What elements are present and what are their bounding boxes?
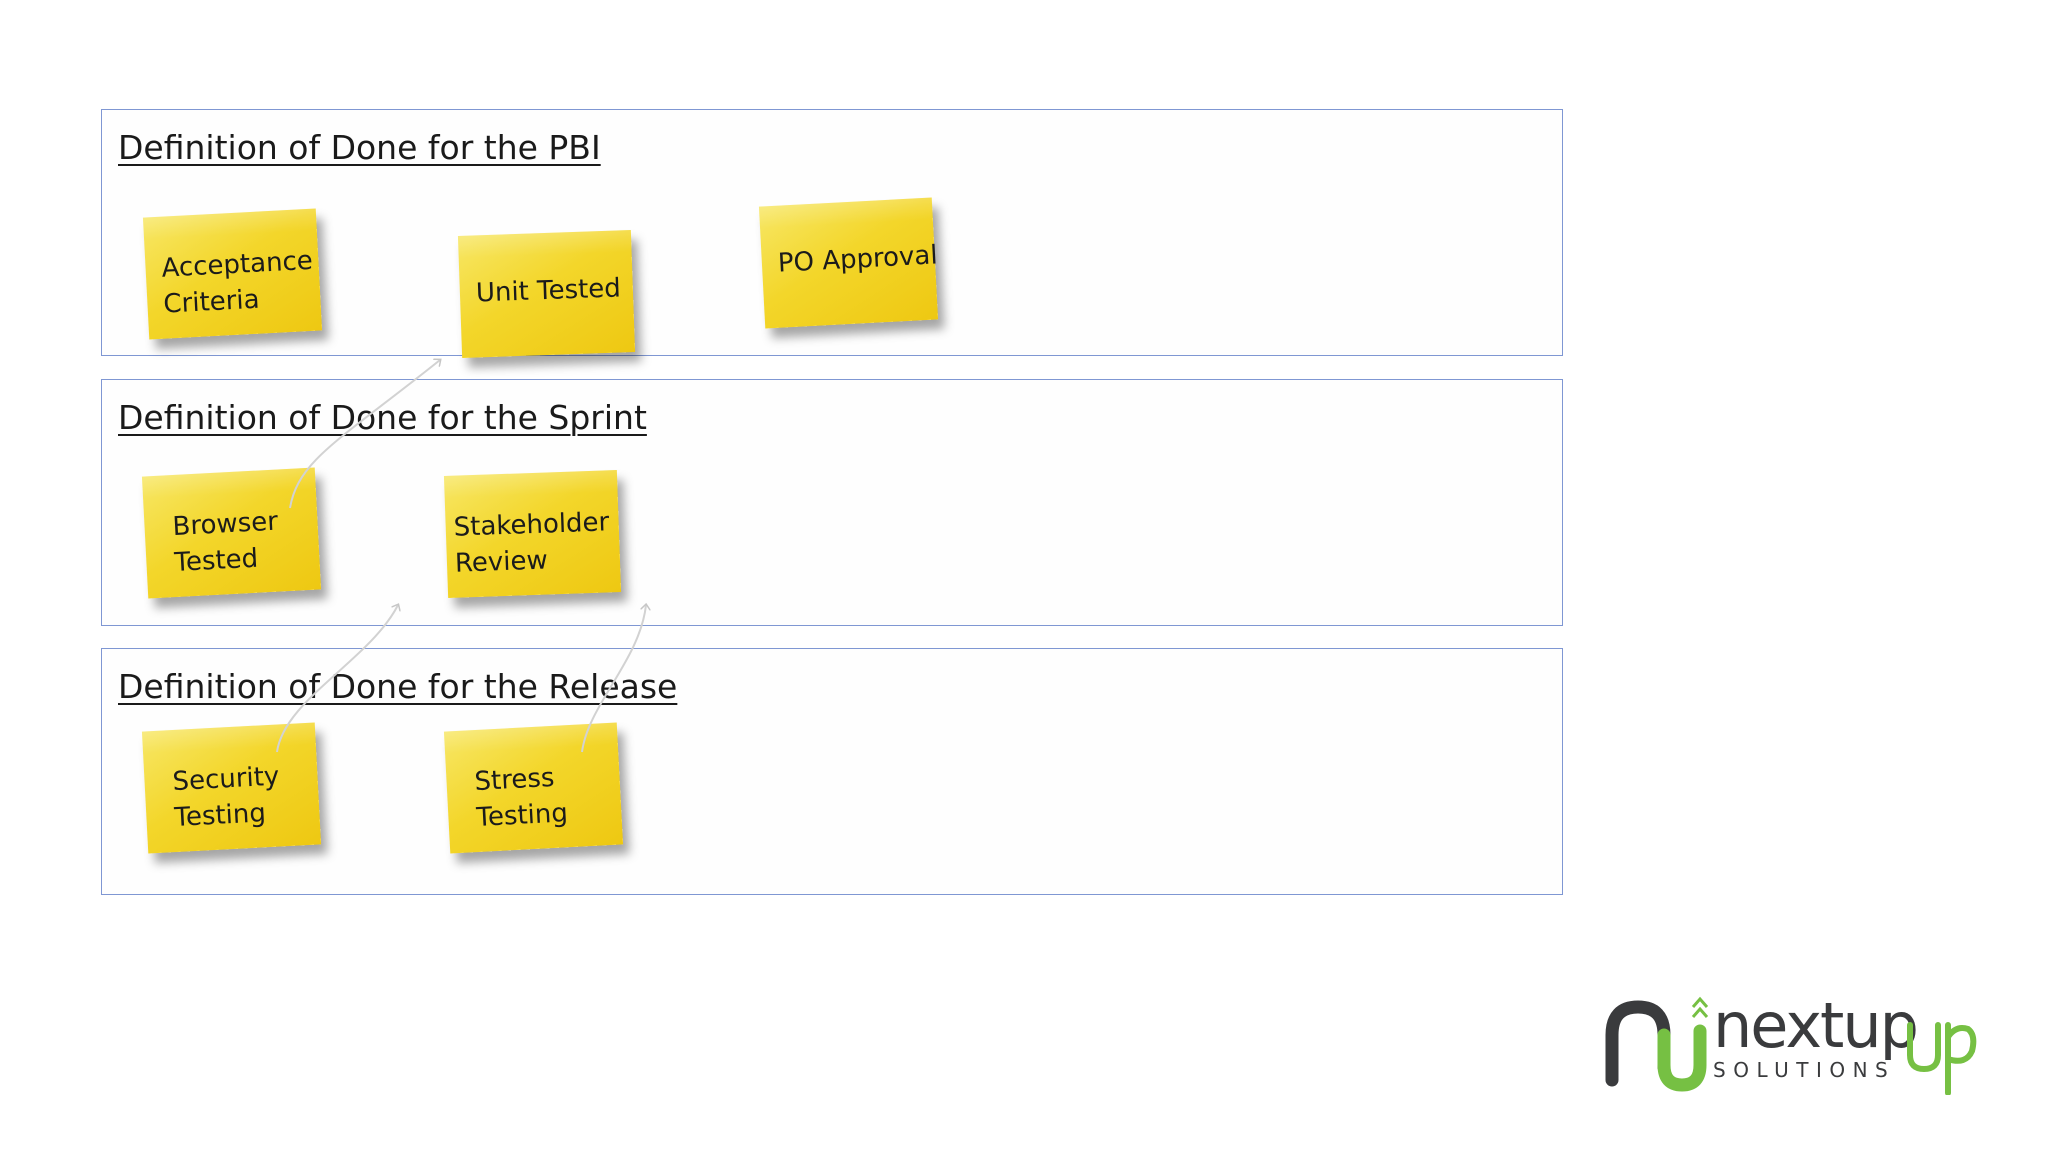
sprint-section-title: Definition of Done for the Sprint [118,398,647,437]
note-text-line: Stakeholder [453,507,610,543]
note-text-line: PO Approval [777,240,939,279]
note-text-line: Criteria [162,284,261,320]
pbi-section-title: Definition of Done for the PBI [118,128,601,167]
note-text-line: Testing [173,798,267,834]
note-text-line: Unit Tested [475,273,622,309]
note-text-line: Tested [173,543,259,579]
sticky-note-stakeholder-review: Stakeholder Review [443,470,622,598]
sticky-note-security-testing: Security Testing [141,722,322,854]
sticky-note-stress-testing: Stress Testing [443,722,624,854]
nextup-logo: nextup SOLUTIONS [1605,989,1977,1095]
release-section: Definition of Done for the Release [101,648,1563,895]
sticky-note-po-approval: PO Approval [758,197,939,329]
note-text-line: Acceptance [160,245,314,284]
note-text-line: Testing [475,798,569,834]
sticky-note-browser-tested: Browser Tested [141,467,322,599]
note-text-line: Review [454,545,549,579]
sticky-note-acceptance-criteria: Acceptance Criteria [142,208,323,340]
sticky-note-unit-tested: Unit Tested [457,230,636,358]
logo-tagline: SOLUTIONS [1713,1058,1895,1082]
release-section-title: Definition of Done for the Release [118,667,678,706]
logo-wordmark: nextup [1713,989,1917,1062]
